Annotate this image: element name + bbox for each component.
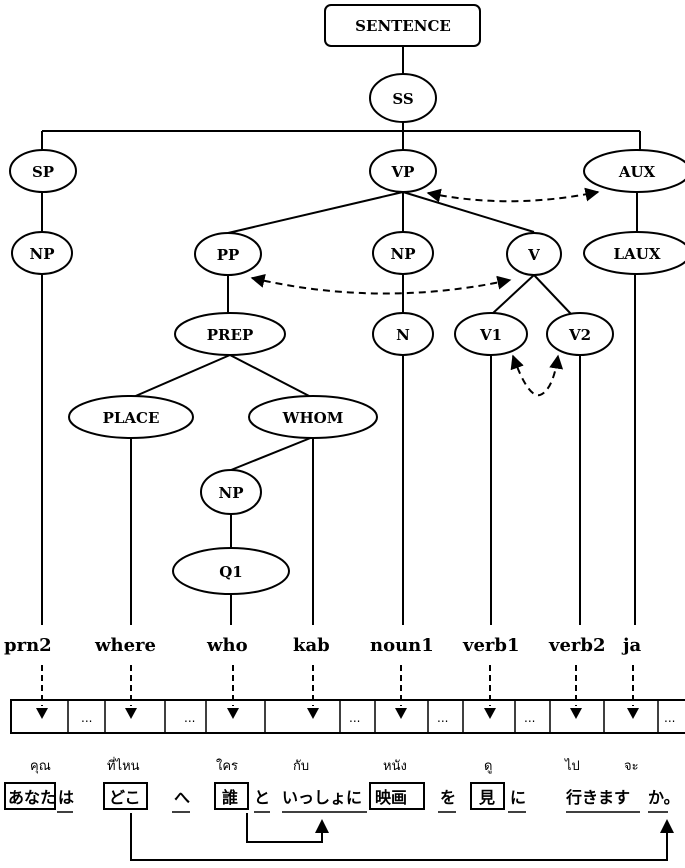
- pp-v-arrow: [250, 274, 512, 295]
- node-pp: [194, 232, 262, 276]
- word-verb1: verb1: [462, 635, 520, 656]
- node-n: [372, 312, 434, 356]
- node-place: [68, 395, 194, 439]
- node-np-whom: [200, 469, 262, 515]
- prep-label: PREP: [207, 326, 253, 344]
- jp-anata: あなた: [8, 788, 56, 807]
- q1-label: Q1: [219, 563, 243, 581]
- jp-ikimasu: 行きます: [565, 788, 630, 807]
- node-v: [506, 232, 562, 276]
- pp-label: PP: [217, 246, 240, 264]
- vp-aux-arrow: [426, 187, 600, 203]
- v1-v2-arrow: [510, 354, 564, 397]
- buffer-ellipsis-5: ...: [524, 711, 535, 725]
- sentence-box: [324, 4, 481, 47]
- np-sp-label: NP: [30, 245, 55, 263]
- tree-nodes: [9, 73, 685, 595]
- node-ss: [369, 73, 437, 123]
- thai-word-6: ดู: [484, 759, 492, 774]
- thai-word-5: หนัง: [383, 759, 407, 774]
- reorder-arrow-short: [246, 813, 323, 843]
- laux-label: LAUX: [614, 245, 661, 263]
- jp-he: へ: [174, 788, 190, 807]
- jp-wa: は: [58, 788, 74, 807]
- v-label: V: [527, 246, 540, 264]
- place-label: PLACE: [103, 409, 160, 427]
- thai-word-8: จะ: [624, 759, 639, 774]
- buffer-ellipsis-6: ...: [664, 711, 675, 725]
- input-buffer: ... ... ... ... ... ...: [10, 699, 685, 734]
- np-whom-label: NP: [219, 484, 244, 502]
- node-laux: [583, 231, 685, 275]
- jp-ni: に: [510, 788, 526, 807]
- buffer-ellipsis-3: ...: [349, 711, 360, 725]
- word-kab: kab: [293, 635, 330, 656]
- ss-label: SS: [392, 90, 413, 108]
- thai-word-4: กับ: [293, 759, 309, 774]
- node-prep: [174, 312, 286, 356]
- buffer-ellipsis-1: ...: [81, 711, 92, 725]
- word-where: where: [94, 635, 156, 656]
- jp-wo: を: [440, 788, 456, 807]
- node-vp: [369, 149, 437, 193]
- buffer-ellipsis-2: ...: [184, 711, 195, 725]
- thai-word-1: คุณ: [30, 759, 51, 774]
- np-vp-label: NP: [391, 245, 416, 263]
- node-aux: [583, 149, 685, 193]
- reorder-arrow-long: [130, 813, 668, 861]
- buffer-ellipsis-4: ...: [437, 711, 448, 725]
- sp-label: SP: [32, 163, 54, 181]
- v2-label: V2: [568, 326, 591, 344]
- node-labels: SS SP VP AUX NP PP NP V LAUX PREP N V1 V…: [30, 90, 661, 581]
- node-q1: [172, 547, 290, 595]
- tree-edges: [41, 46, 641, 625]
- jp-eiga: 映画: [375, 788, 407, 807]
- word-prn2: prn2: [4, 635, 52, 656]
- japanese-row: あなた は どこ へ 誰 と いっしょに 映画 を 見 に 行きます か。: [4, 782, 680, 813]
- n-label: N: [396, 326, 410, 344]
- jp-dare: 誰: [222, 788, 238, 807]
- jp-issho-ni: いっしょに: [282, 788, 362, 807]
- aux-label: AUX: [618, 163, 656, 181]
- thai-row: คุณ ที่ไหน ใคร กับ หนัง ดู ไป จะ: [30, 757, 639, 774]
- jp-mi: 見: [478, 788, 495, 807]
- reorder-arrows: [130, 813, 668, 861]
- node-sp: [9, 149, 77, 193]
- v1-label: V1: [479, 326, 502, 344]
- node-np-vp: [372, 231, 434, 275]
- jp-to: と: [254, 788, 270, 807]
- thai-word-2: ที่ไหน: [107, 757, 140, 774]
- node-v2: [546, 312, 614, 356]
- word-noun1: noun1: [370, 635, 434, 656]
- terminal-word-labels: prn2 where who kab noun1 verb1 verb2 ja: [0, 628, 685, 658]
- thai-word-7: ไป: [564, 758, 580, 774]
- word-verb2: verb2: [548, 635, 606, 656]
- word-ja: ja: [621, 635, 642, 656]
- reorder-arrowhead-long: [660, 819, 674, 833]
- jp-ka: か。: [648, 788, 680, 807]
- thai-word-3: ใคร: [216, 758, 238, 774]
- word-who: who: [206, 635, 248, 656]
- node-v1: [454, 312, 528, 356]
- dependency-arrows: [250, 187, 600, 397]
- sentence-label: SENTENCE: [355, 17, 451, 35]
- node-np-sp: [11, 231, 73, 275]
- vp-label: VP: [391, 163, 415, 181]
- jp-doko: どこ: [109, 788, 141, 807]
- node-whom: [248, 395, 378, 439]
- reorder-arrowhead-short: [315, 819, 329, 833]
- whom-label: WHOM: [282, 409, 344, 427]
- buffer-arrowheads: [36, 708, 639, 719]
